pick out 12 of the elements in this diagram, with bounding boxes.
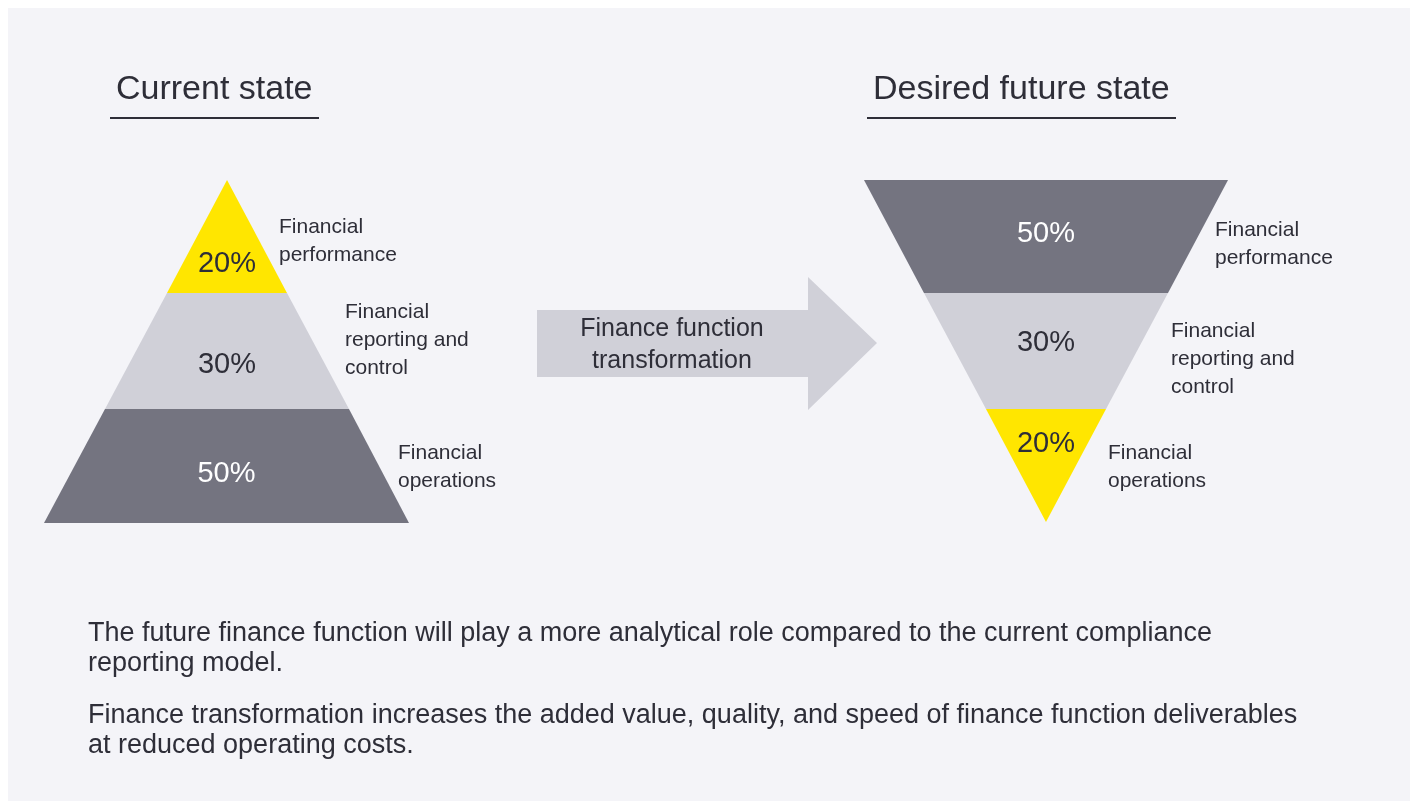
summary-paragraph: Finance transformation increases the added value, quality, and speed of finance function deliverables at reduced operating costs.	[88, 699, 1299, 759]
pyramid-segment: 30%	[924, 293, 1168, 409]
section-heading: Current state	[110, 68, 319, 119]
segment-label: Financial operations	[1108, 439, 1208, 493]
pyramid-segment: 20%	[986, 409, 1106, 522]
segment-label: Financial reporting and control	[1171, 317, 1296, 399]
section-heading: Desired future state	[867, 68, 1176, 119]
segment-label: Financial operations	[398, 439, 498, 493]
block-arrow: Finance function transformation	[537, 277, 877, 410]
segment-label: Financial performance	[279, 213, 398, 267]
summary-paragraph: The future finance function will play a more analytical role compared to the current compliance reporting model.	[88, 617, 1214, 677]
segment-label: Financial performance	[1215, 216, 1334, 270]
